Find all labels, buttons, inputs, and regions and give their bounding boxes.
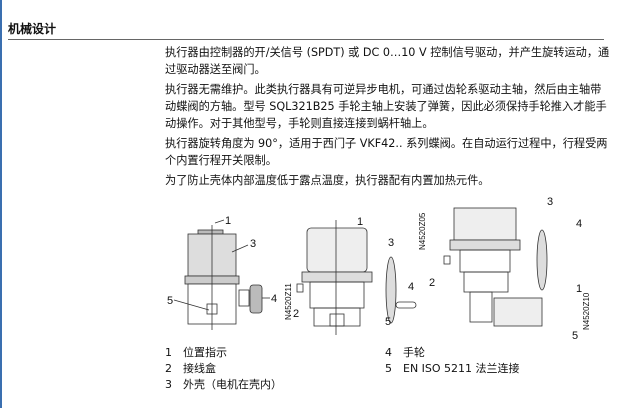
svg-text:2: 2 bbox=[293, 308, 299, 320]
svg-text:1: 1 bbox=[225, 215, 231, 227]
paragraph: 为了防止壳体内部温度低于露点温度，执行器配有内置加热元件。 bbox=[165, 174, 490, 187]
description: 执行器由控制器的开/关信号 (SPDT) 或 DC 0…10 V 控制信号驱动，… bbox=[165, 44, 610, 192]
svg-text:3: 3 bbox=[388, 237, 394, 249]
svg-text:5: 5 bbox=[572, 330, 578, 340]
actuator-drawing-1: 1 3 4 5 N4520Z11 bbox=[167, 215, 293, 330]
actuator-drawing-3: 3 4 2 1 5 N4520Z10 bbox=[429, 196, 591, 340]
section-title: 机械设计 bbox=[8, 22, 57, 36]
svg-text:2: 2 bbox=[429, 277, 435, 289]
svg-text:4: 4 bbox=[576, 218, 582, 230]
paragraph: 执行器无需维护。此类执行器具有可逆异步电机，可通过齿轮系驱动主轴，然后由主轴带动… bbox=[165, 83, 607, 130]
divider bbox=[8, 39, 604, 40]
svg-text:1: 1 bbox=[576, 283, 582, 295]
svg-text:3: 3 bbox=[547, 196, 553, 208]
svg-text:5: 5 bbox=[167, 295, 173, 307]
paragraph: 执行器由控制器的开/关信号 (SPDT) 或 DC 0…10 V 控制信号驱动，… bbox=[165, 46, 610, 76]
actuator-drawing-2: 1 3 4 2 5 N4520Z05 bbox=[293, 212, 427, 335]
actuator-figure: 1 3 4 5 N4520Z11 1 3 4 2 5 N4520Z05 3 4 … bbox=[167, 196, 591, 340]
svg-text:5: 5 bbox=[385, 316, 391, 328]
paragraph: 执行器旋转角度为 90°，适用于西门子 VKF42.. 系列蝶阀。在自动运行过程… bbox=[165, 137, 608, 167]
svg-text:N4520Z05: N4520Z05 bbox=[418, 212, 427, 250]
svg-text:4: 4 bbox=[271, 293, 277, 305]
svg-text:4: 4 bbox=[408, 281, 414, 293]
svg-text:N4520Z11: N4520Z11 bbox=[284, 283, 293, 320]
svg-text:N4520Z10: N4520Z10 bbox=[582, 292, 591, 330]
svg-text:3: 3 bbox=[250, 238, 256, 250]
svg-text:1: 1 bbox=[357, 216, 363, 228]
